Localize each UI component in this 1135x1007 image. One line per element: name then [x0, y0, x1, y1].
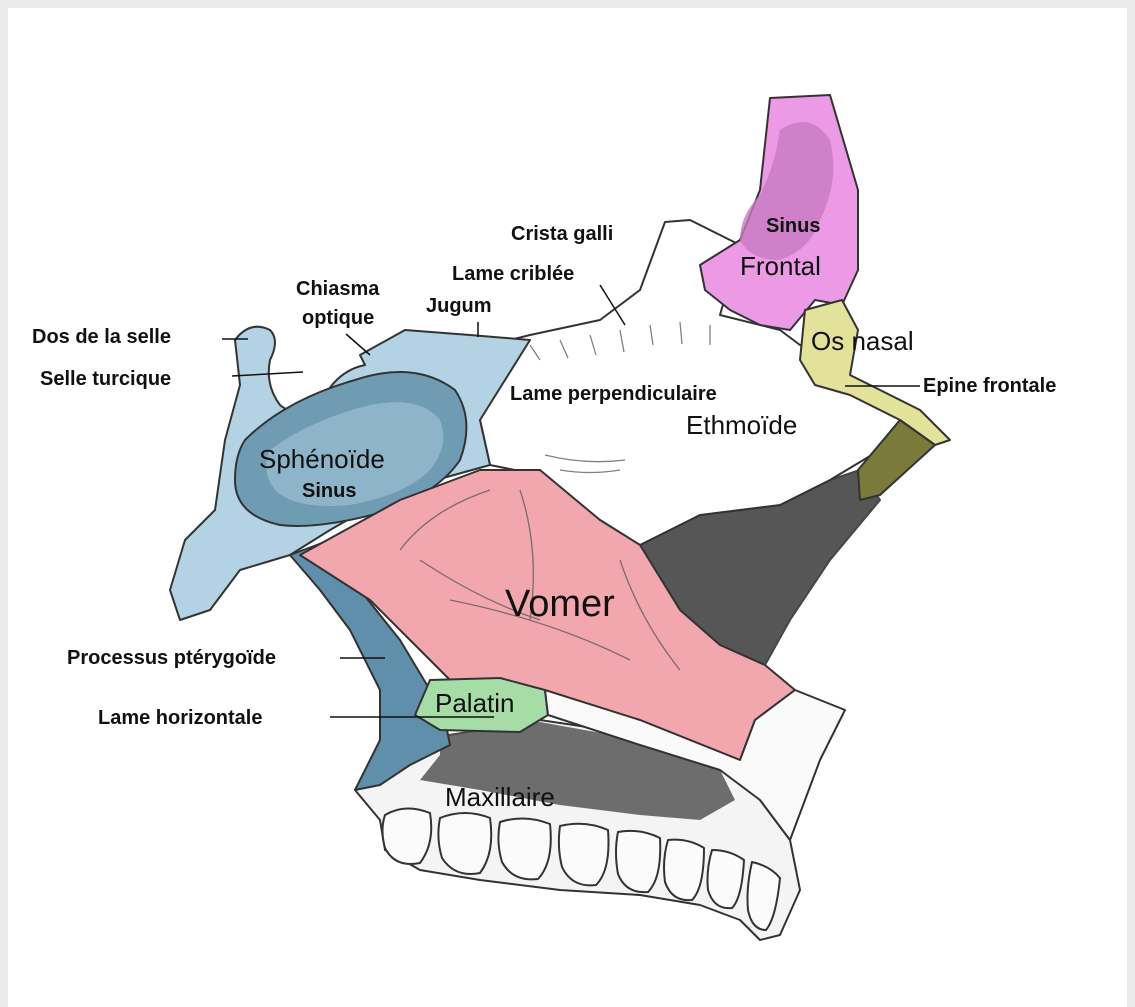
label-epine-frontale: Epine frontale — [923, 375, 1056, 397]
frontal-sinus-cavity — [740, 122, 834, 260]
label-sinus-frontal: Sinus — [766, 215, 820, 237]
leader-lines — [222, 284, 920, 718]
maxillary-crest — [544, 689, 846, 841]
label-sphenoide: Sphénoïde — [259, 444, 385, 474]
label-os-nasal: Os nasal — [811, 326, 914, 356]
label-jugum: Jugum — [426, 295, 492, 317]
label-lame-perpendiculaire: Lame perpendiculaire — [510, 383, 717, 405]
label-crista-galli: Crista galli — [511, 223, 613, 245]
label-maxillaire: Maxillaire — [445, 782, 555, 812]
label-sinus-sphenoide: Sinus — [302, 480, 356, 502]
vomer-bone — [299, 469, 796, 761]
label-dos-de-la-selle: Dos de la selle — [32, 326, 171, 348]
sphenoid-sinus-inner — [266, 402, 444, 506]
teeth — [381, 807, 781, 931]
sphenoid-sinus — [234, 371, 468, 527]
vomer-shading — [399, 489, 681, 671]
label-palatin: Palatin — [435, 688, 515, 718]
label-chiasma: Chiasma — [296, 278, 380, 300]
cribriform-hatching — [529, 321, 711, 474]
label-selle-turcique: Selle turcique — [40, 368, 171, 390]
label-processus-pterygoide: Processus ptérygoïde — [67, 647, 276, 669]
label-ethmoide: Ethmoïde — [686, 410, 797, 440]
label-optique: optique — [302, 307, 374, 329]
nasal-cartilage — [857, 419, 936, 501]
label-vomer: Vomer — [505, 583, 615, 625]
pterygoid-process — [289, 539, 451, 791]
nasal-bone — [799, 299, 951, 446]
label-lame-horizontale: Lame horizontale — [98, 707, 262, 729]
label-frontal: Frontal — [740, 251, 821, 281]
label-lame-criblee: Lame criblée — [452, 263, 574, 285]
